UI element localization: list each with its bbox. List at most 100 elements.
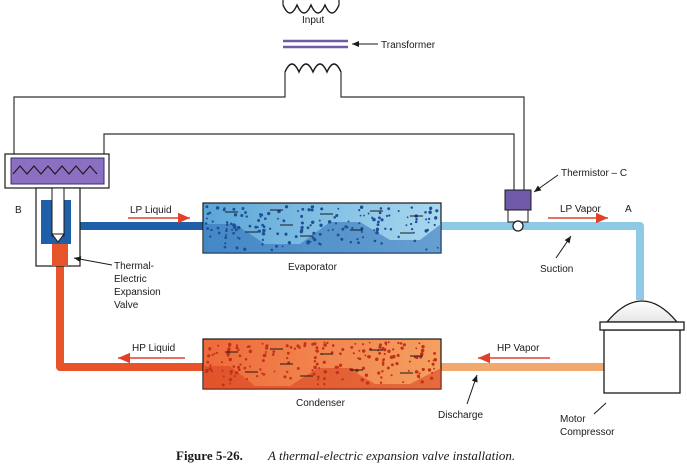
refrigerant-particle <box>276 217 279 220</box>
refrigerant-particle <box>313 342 316 345</box>
refrigerant-particle <box>351 226 354 230</box>
refrigerant-particle <box>420 380 424 384</box>
refrigerant-particle <box>254 225 258 229</box>
refrigerant-particle <box>262 228 266 233</box>
refrigerant-particle <box>312 231 316 235</box>
refrigerant-particle <box>315 362 319 366</box>
refrigerant-particle <box>238 354 242 358</box>
refrigerant-particle <box>421 345 425 349</box>
refrigerant-particle <box>433 367 436 370</box>
refrigerant-particle <box>231 228 234 231</box>
refrigerant-particle <box>341 347 345 352</box>
refrigerant-particle <box>265 344 269 348</box>
refrigerant-particle <box>429 208 432 211</box>
refrigerant-particle <box>311 369 314 372</box>
refrigerant-particle <box>431 371 434 374</box>
refrigerant-particle <box>284 205 289 209</box>
refrigerant-particle <box>285 344 289 348</box>
refrigerant-particle <box>367 212 370 215</box>
refrigerant-particle <box>377 371 381 375</box>
refrigerant-particle <box>262 373 266 376</box>
valve-label-line2: Electric <box>114 274 147 285</box>
refrigerant-particle <box>313 356 317 360</box>
refrigerant-particle <box>281 245 284 248</box>
refrigerant-particle <box>293 347 297 350</box>
refrigerant-particle <box>235 346 239 350</box>
motor-label: Motor <box>560 414 586 425</box>
refrigerant-particle <box>373 239 377 243</box>
refrigerant-particle <box>224 236 228 239</box>
refrigerant-particle <box>340 237 344 241</box>
hp-vapor-label: HP Vapor <box>497 343 540 354</box>
suction-line <box>440 222 644 300</box>
refrigerant-particle <box>346 226 349 229</box>
compressor-label: Compressor <box>560 427 615 438</box>
refrigerant-particle <box>339 352 342 355</box>
refrigerant-particle <box>414 220 418 224</box>
refrigerant-particle <box>277 209 281 214</box>
refrigerant-particle <box>300 221 304 225</box>
refrigerant-particle <box>257 219 261 222</box>
refrigerant-particle <box>286 370 289 374</box>
refrigerant-particle <box>335 370 340 375</box>
refrigerant-particle <box>399 342 403 345</box>
refrigerant-particle <box>382 363 385 367</box>
refrigerant-particle <box>433 223 436 227</box>
refrigerant-particle <box>338 363 343 367</box>
refrigerant-particle <box>205 217 208 220</box>
refrigerant-particle <box>289 346 293 349</box>
refrigerant-particle <box>245 378 249 381</box>
refrigerant-particle <box>331 228 334 231</box>
refrigerant-particle <box>316 378 320 381</box>
transformer <box>282 0 348 74</box>
refrigerant-particle <box>209 364 212 367</box>
refrigerant-particle <box>334 365 338 369</box>
refrigerant-particle <box>436 246 439 249</box>
refrigerant-particle <box>286 357 289 360</box>
refrigerant-particle <box>245 215 248 218</box>
refrigerant-particle <box>234 228 238 232</box>
refrigerant-particle <box>261 359 265 363</box>
refrigerant-particle <box>283 375 287 379</box>
refrigerant-particle <box>378 351 382 355</box>
refrigerant-particle <box>392 348 395 351</box>
refrigerant-particle <box>210 369 214 373</box>
refrigerant-particle <box>311 220 315 224</box>
refrigerant-particle <box>206 212 210 216</box>
refrigerant-particle <box>235 246 239 250</box>
refrigerant-particle <box>210 228 213 232</box>
control-wiring <box>13 72 525 190</box>
refrigerant-particle <box>240 213 244 218</box>
refrigerant-particle <box>355 368 359 373</box>
valve-label-line3: Expansion <box>114 287 161 298</box>
refrigerant-particle <box>208 346 212 351</box>
refrigerant-particle <box>262 353 267 358</box>
refrigerant-particle <box>402 343 406 347</box>
refrigerant-particle <box>315 349 319 353</box>
refrigerant-particle <box>248 349 253 354</box>
refrigerant-particle <box>262 225 266 229</box>
refrigerant-particle <box>275 244 278 248</box>
refrigerant-particle <box>287 241 292 245</box>
refrigerant-particle <box>276 232 280 236</box>
refrigerant-particle <box>409 222 413 226</box>
refrigerant-particle <box>379 381 383 384</box>
refrigerant-particle <box>415 347 418 350</box>
refrigerant-particle <box>296 366 300 370</box>
refrigerant-particle <box>381 361 385 365</box>
refrigerant-particle <box>389 355 394 359</box>
refrigerant-particle <box>206 360 210 364</box>
condenser <box>202 338 442 390</box>
refrigerant-particle <box>216 226 220 230</box>
refrigerant-particle <box>364 354 367 357</box>
refrigerant-particle <box>211 220 214 223</box>
refrigerant-particle <box>373 229 376 232</box>
refrigerant-particle <box>311 209 314 212</box>
refrigerant-particle <box>407 369 410 372</box>
lp-vapor-label: LP Vapor <box>560 204 601 215</box>
refrigerant-particle <box>229 372 233 375</box>
refrigerant-particle <box>264 351 267 353</box>
refrigerant-particle <box>217 344 220 347</box>
refrigerant-particle <box>341 227 345 231</box>
refrigerant-particle <box>359 205 364 209</box>
